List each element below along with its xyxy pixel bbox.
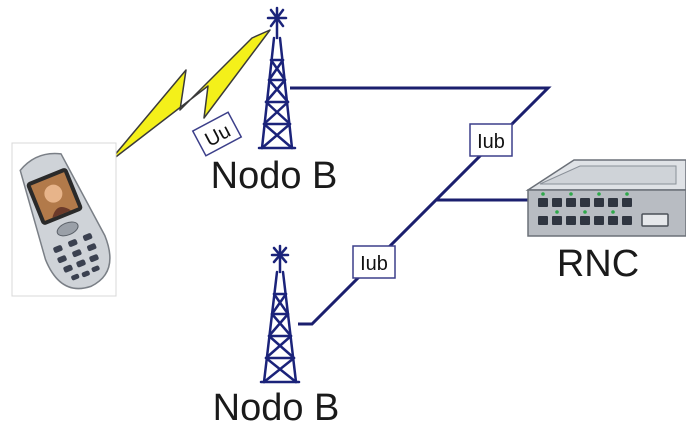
lightning-bolt-icon xyxy=(108,30,270,163)
iub-lower-label-box: Iub xyxy=(353,246,395,278)
iub-lower-label: Iub xyxy=(360,253,388,275)
rnc-label: RNC xyxy=(557,243,639,285)
cell-tower-icon-top xyxy=(259,8,295,148)
iub-upper-label: Iub xyxy=(477,131,505,153)
network-switch-icon xyxy=(528,160,686,236)
node-b-top-label: Nodo B xyxy=(211,155,338,197)
cell-tower-icon-bottom xyxy=(261,246,299,382)
uu-label-box: Uu xyxy=(193,112,241,156)
mobile-phone-icon xyxy=(9,143,121,298)
node-b-bottom-label: Nodo B xyxy=(213,387,340,424)
iub-upper-label-box: Iub xyxy=(470,124,512,156)
